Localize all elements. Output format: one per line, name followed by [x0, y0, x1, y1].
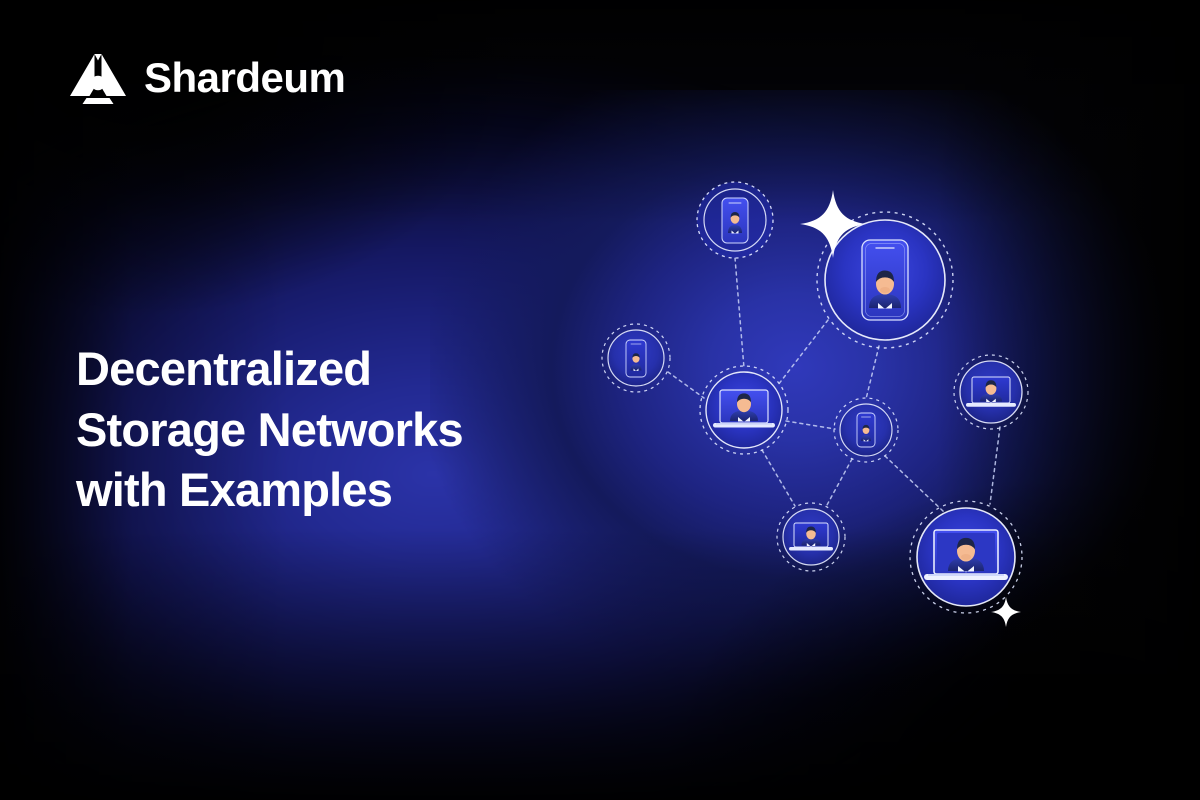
brand-name: Shardeum	[144, 54, 346, 101]
laptop-icon	[966, 376, 1016, 407]
node-laptop-hero[interactable]	[909, 500, 1023, 614]
link-laptop-center-to-laptop-bottom	[761, 449, 796, 507]
brand-logo[interactable]: Shardeum	[68, 52, 346, 104]
node-laptop-right[interactable]	[953, 354, 1029, 430]
laptop-icon	[713, 389, 775, 428]
node-phone-hero[interactable]	[816, 211, 954, 349]
avatar	[861, 424, 871, 442]
avatar	[730, 393, 758, 422]
link-phone-middle-to-laptop-bottom	[826, 458, 853, 506]
node-laptop-bottom[interactable]	[776, 502, 846, 572]
link-phone-hero-to-phone-middle	[865, 345, 880, 400]
node-phone-top-left[interactable]	[696, 181, 774, 259]
link-phone-hero-to-laptop-center	[777, 319, 829, 386]
link-phone-middle-to-laptop-hero	[884, 455, 945, 513]
node-phone-middle[interactable]	[833, 397, 899, 463]
node-laptop-center[interactable]	[699, 365, 789, 455]
laptop-icon	[924, 529, 1008, 580]
page-title-line-1: Decentralized	[76, 342, 372, 396]
avatar	[869, 270, 901, 309]
phone-icon	[861, 239, 909, 321]
network-links	[667, 257, 1001, 513]
avatar	[801, 526, 821, 547]
link-phone-left-to-laptop-center	[667, 371, 705, 399]
avatar	[948, 537, 984, 573]
sparkle-small-icon	[991, 597, 1021, 627]
phone-icon	[625, 339, 647, 378]
avatar	[728, 212, 742, 234]
sparkle-large-icon	[800, 190, 866, 258]
link-phone-topleft-to-laptop-center	[734, 257, 745, 369]
node-phone-left[interactable]	[601, 323, 671, 393]
shardeum-triangle-logo-icon	[70, 54, 126, 104]
phone-icon	[856, 412, 876, 448]
laptop-icon	[789, 522, 833, 551]
link-laptop-right-to-laptop-hero	[989, 426, 1001, 505]
link-laptop-center-to-phone-middle	[785, 420, 836, 430]
page-title: Decentralized Storage Networks with Exam…	[76, 339, 464, 519]
avatar	[980, 380, 1002, 403]
page-title-line-3: with Examples	[76, 462, 393, 516]
avatar	[630, 353, 642, 371]
phone-icon	[721, 197, 749, 244]
page-title-line-2: Storage Networks	[76, 402, 464, 456]
